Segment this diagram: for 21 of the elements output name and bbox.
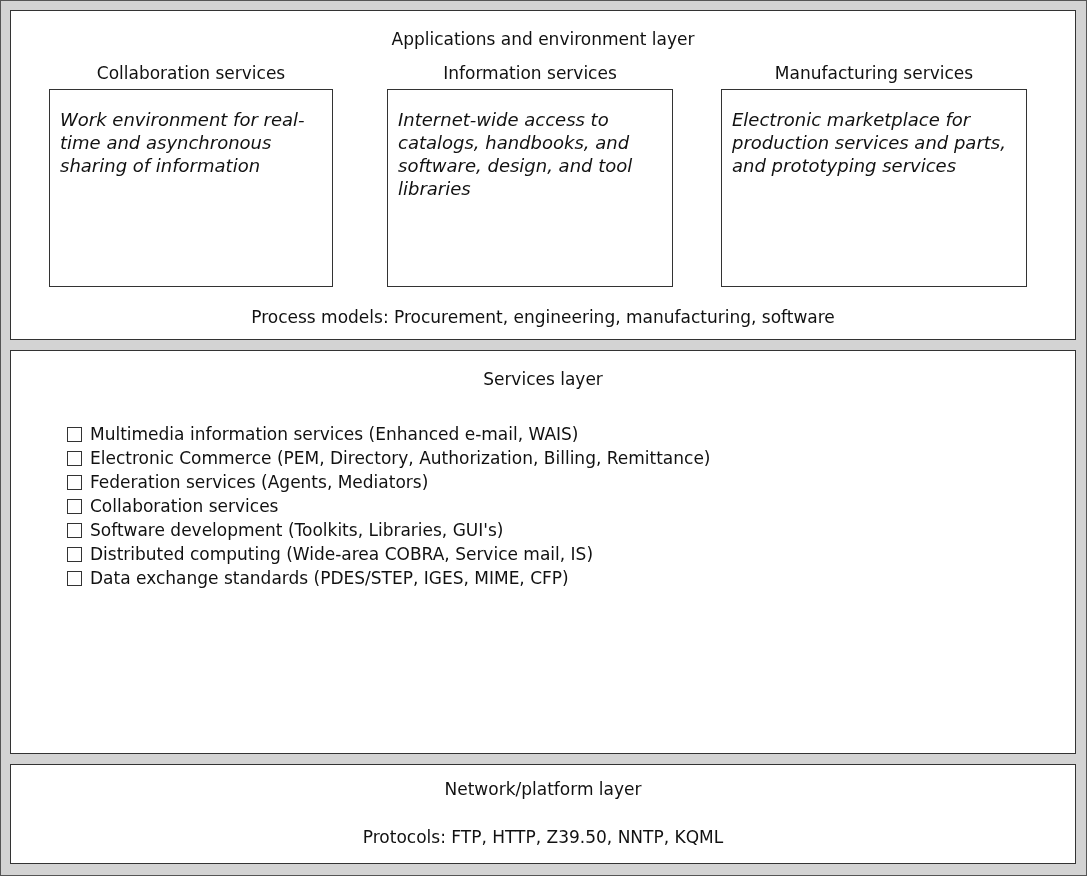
layer-band (10, 350, 1076, 754)
layer-band (10, 764, 1076, 864)
box-heading: Collaboration services (95, 63, 287, 83)
list-item-text: Multimedia information services (Enhanced e-mail, WAIS) (90, 423, 579, 445)
list-item-text: Collaboration services (90, 495, 279, 517)
list-item-text: Software development (Toolkits, Libraries, GUI's) (90, 519, 504, 541)
description-text: Internet-wide access to catalogs, handbooks, and software, design, and tool libraries (398, 109, 633, 199)
box-heading: Information services (442, 63, 618, 83)
layer-note: Process models: Procurement, engineering, manufacturing, software (250, 307, 836, 327)
list-item-text: Distributed computing (Wide-area COBRA, Service mail, IS) (90, 543, 594, 565)
box-heading: Manufacturing services (773, 63, 975, 83)
description-text: Work environment for real-time and asynchronous sharing of information (60, 109, 305, 176)
description-text: Electronic marketplace for production services and parts, and prototyping services (732, 109, 1006, 176)
layer-band (10, 10, 1076, 340)
layer-note: Protocols: FTP, HTTP, Z39.50, NNTP, KQML (361, 827, 725, 847)
list-item-text: Federation services (Agents, Mediators) (90, 471, 429, 493)
list-item-text: Data exchange standards (PDES/STEP, IGES, MIME, CFP) (90, 567, 569, 589)
layer-title: Network/platform layer (443, 779, 643, 799)
list-item-text: Electronic Commerce (PEM, Directory, Authorization, Billing, Remittance) (90, 447, 711, 469)
layer-title: Applications and environment layer (390, 29, 696, 49)
layer-title: Services layer (482, 369, 604, 389)
